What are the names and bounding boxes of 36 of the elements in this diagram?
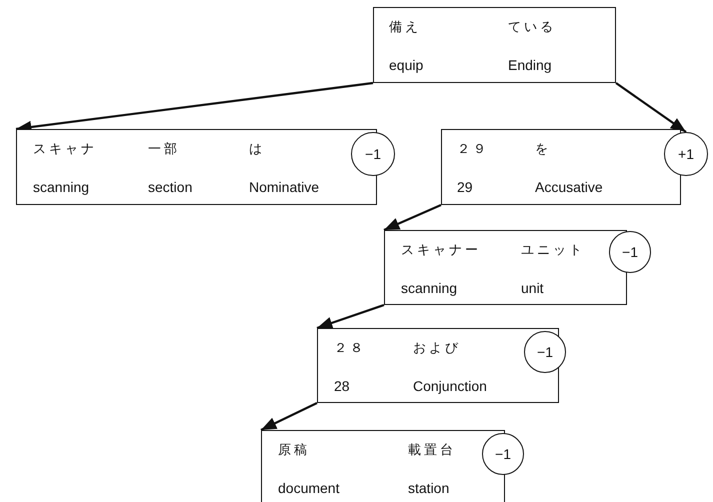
japanese-word: スキャナ — [33, 141, 97, 157]
phrase-box — [317, 328, 559, 403]
arrow — [615, 82, 687, 133]
score-circle: +1 — [664, 132, 708, 176]
gloss-word: station — [408, 480, 450, 496]
japanese-word: は — [249, 141, 265, 157]
gloss-word: section — [148, 179, 192, 195]
score-circle: −1 — [609, 231, 651, 273]
gloss-word: Accusative — [535, 179, 603, 195]
gloss-word: unit — [521, 280, 544, 296]
japanese-word: 載置台 — [408, 442, 456, 458]
gloss-word: 28 — [334, 378, 350, 394]
japanese-word: を — [535, 141, 551, 157]
arrow — [260, 402, 318, 431]
japanese-word: 原稿 — [278, 442, 310, 458]
japanese-word: ている — [508, 19, 556, 35]
gloss-word: 29 — [457, 179, 473, 195]
gloss-word: Conjunction — [413, 378, 487, 394]
japanese-word: ユニット — [521, 242, 585, 258]
gloss-word: scanning — [401, 280, 458, 296]
japanese-word: 備え — [389, 19, 421, 35]
phrase-box — [373, 7, 616, 83]
arrow — [384, 204, 442, 231]
score-circle: −1 — [482, 433, 524, 475]
japanese-word: スキャナー — [401, 242, 481, 258]
gloss-word: Nominative — [249, 179, 320, 195]
japanese-word: ２９ — [457, 141, 489, 157]
arrow — [316, 304, 384, 330]
score-circle: −1 — [351, 132, 395, 176]
gloss-word: document — [278, 480, 340, 496]
gloss-word: scanning — [33, 179, 90, 195]
japanese-word: 一部 — [148, 141, 180, 157]
japanese-word: ２８ — [334, 340, 366, 356]
gloss-word: equip — [389, 57, 424, 73]
gloss-word: Ending — [508, 57, 552, 73]
japanese-word: および — [413, 340, 461, 356]
